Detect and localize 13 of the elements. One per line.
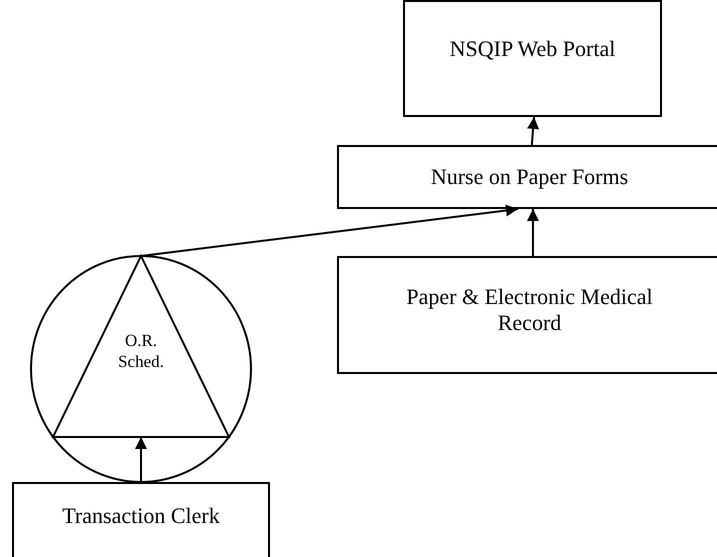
arrow bbox=[140, 204, 518, 257]
node-label: NSQIP Web Portal bbox=[450, 36, 616, 63]
process-box bbox=[337, 145, 717, 209]
node-label: Transaction Clerk bbox=[62, 502, 220, 530]
process-box bbox=[337, 256, 717, 374]
arrow bbox=[527, 116, 540, 146]
arrow bbox=[135, 437, 147, 482]
process-box bbox=[12, 482, 270, 557]
node-label: O.R. Sched. bbox=[117, 331, 165, 372]
node-label: Paper & Electronic Medical Record bbox=[405, 284, 654, 336]
process-box bbox=[403, 0, 662, 117]
node-label: Nurse on Paper Forms bbox=[430, 164, 628, 190]
arrow bbox=[526, 209, 539, 256]
